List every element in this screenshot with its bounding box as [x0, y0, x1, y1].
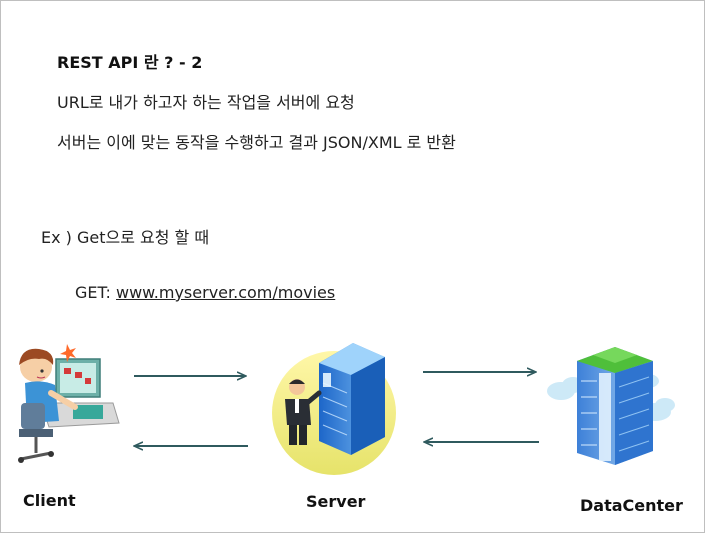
client-person-icon — [18, 344, 120, 463]
datacenter-building-icon — [547, 347, 675, 465]
description-line-request: URL로 내가 하고자 하는 작업을 서버에 요청 — [57, 93, 355, 112]
client-label: Client — [23, 491, 76, 510]
get-request-line: GET: www.myserver.com/movies — [75, 283, 335, 302]
get-prefix: GET: — [75, 283, 116, 302]
slide-title: REST API 란 ? - 2 — [57, 53, 203, 72]
server-label: Server — [306, 492, 366, 511]
example-label: Ex ) Get으로 요청 할 때 — [41, 228, 210, 247]
server-building-icon — [272, 343, 396, 475]
datacenter-label: DataCenter — [580, 496, 683, 515]
description-line-response: 서버는 이에 맞는 동작을 수행하고 결과 JSON/XML 로 반환 — [57, 133, 456, 152]
get-url-link[interactable]: www.myserver.com/movies — [116, 283, 336, 302]
